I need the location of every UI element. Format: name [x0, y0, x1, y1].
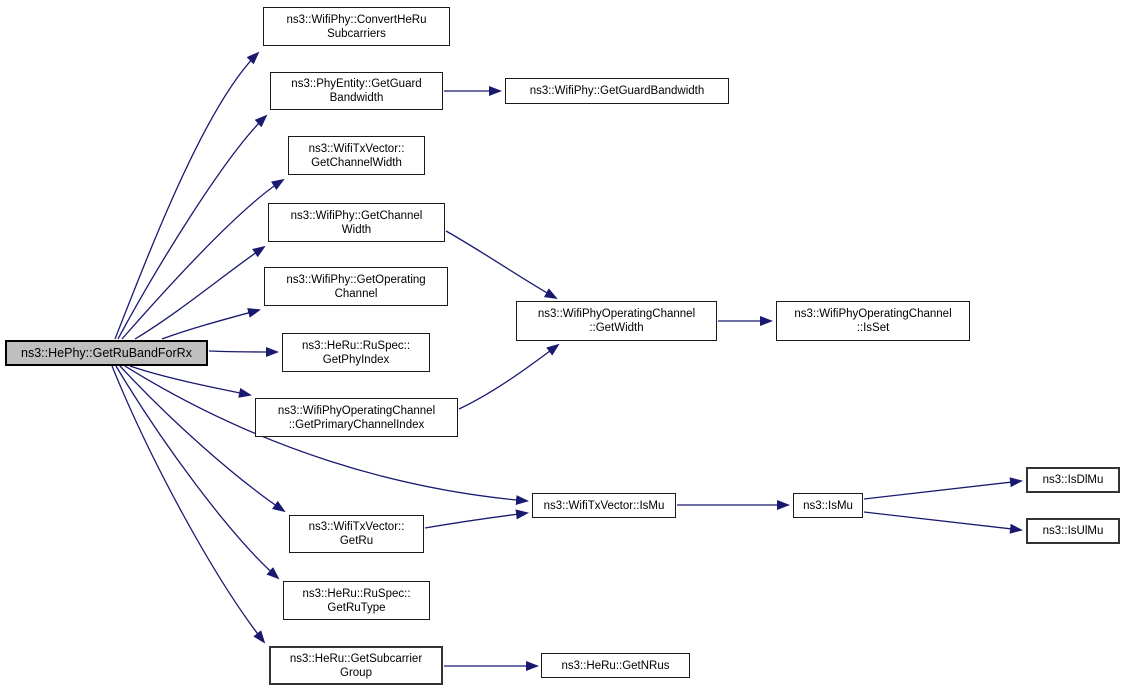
edge-root-to-convertherusubcarriers [114, 51, 260, 340]
node-label: ns3::WifiPhy::GetChannel Width [290, 209, 423, 236]
node-label: ns3::WifiTxVector:: GetChannelWidth [308, 142, 405, 169]
node-label: ns3::WifiTxVector:: GetRu [308, 521, 405, 547]
edge-root-to-getsubcarriergroup [111, 365, 266, 644]
node-heru-getnrus[interactable]: ns3::HeRu::GetNRus [541, 653, 690, 678]
node-label: ns3::HeRu::RuSpec:: GetPhyIndex [301, 339, 411, 366]
node-wifiphy-getguardbandwidth[interactable]: ns3::WifiPhy::GetGuardBandwidth [505, 78, 729, 104]
node-label: ns3::WifiPhyOperatingChannel ::GetPrimar… [277, 404, 436, 431]
node-wifiphyoperatingchannel-getwidth[interactable]: ns3::WifiPhyOperatingChannel ::GetWidth [516, 301, 717, 341]
node-label: ns3::PhyEntity::GetGuard Bandwidth [291, 78, 422, 104]
edge-ismu-to-isdlmu [863, 477, 1023, 500]
edge-root-to-getoperatingchannel [161, 308, 261, 340]
edge-root-to-getphyindex [208, 346, 279, 357]
node-label: ns3::WifiPhy::ConvertHeRu Subcarriers [286, 13, 427, 40]
node-label: ns3::WifiPhy::GetOperating Channel [286, 273, 426, 300]
node-label: ns3::HePhy::GetRuBandForRx [21, 346, 192, 360]
node-label: ns3::WifiPhyOperatingChannel ::GetWidth [537, 308, 696, 334]
edge-ismu-to-isulmu [863, 511, 1023, 534]
edge-getchannelwidth-phy-to-getwidth [445, 230, 558, 299]
edge-root-to-ismu-txvector [124, 365, 529, 506]
edge-root-to-getru [119, 365, 286, 513]
edge-root-to-getprimarychannelindex [129, 365, 252, 398]
node-label: ns3::WifiPhy::GetGuardBandwidth [529, 85, 705, 97]
node-wifitxvector-getchannelwidth[interactable]: ns3::WifiTxVector:: GetChannelWidth [288, 136, 425, 175]
node-label: ns3::IsDlMu [1042, 474, 1104, 486]
node-wifiphy-getchannelwidth[interactable]: ns3::WifiPhy::GetChannel Width [268, 203, 445, 242]
edge-getru-to-ismu-txvector [424, 509, 529, 529]
edge-root-to-getchannelwidth-txvector [121, 178, 285, 340]
node-wifiphyoperatingchannel-isset[interactable]: ns3::WifiPhyOperatingChannel ::IsSet [776, 301, 970, 341]
node-wifitxvector-ismu[interactable]: ns3::WifiTxVector::IsMu [532, 493, 676, 518]
node-isulmu[interactable]: ns3::IsUlMu [1026, 518, 1120, 544]
edge-root-to-getguardbandwidth-entity [117, 114, 268, 340]
node-label: ns3::IsMu [803, 499, 853, 512]
node-wifitxvector-getru[interactable]: ns3::WifiTxVector:: GetRu [289, 515, 424, 553]
node-wifiphy-convertherusubcarriers[interactable]: ns3::WifiPhy::ConvertHeRu Subcarriers [263, 7, 450, 46]
node-label: ns3::WifiTxVector::IsMu [543, 499, 665, 512]
node-label: ns3::HeRu::GetNRus [561, 659, 670, 672]
node-wifiphy-getoperatingchannel[interactable]: ns3::WifiPhy::GetOperating Channel [264, 267, 448, 306]
node-isdlmu[interactable]: ns3::IsDlMu [1026, 467, 1120, 493]
node-heru-ruspec-getrutype[interactable]: ns3::HeRu::RuSpec:: GetRuType [283, 581, 430, 620]
node-wifiphyoperatingchannel-getprimarychannelindex[interactable]: ns3::WifiPhyOperatingChannel ::GetPrimar… [255, 398, 458, 437]
edge-getprimarychannelindex-to-getwidth [458, 343, 560, 410]
node-label: ns3::WifiPhyOperatingChannel ::IsSet [794, 308, 952, 334]
node-ismu[interactable]: ns3::IsMu [793, 493, 863, 518]
node-label: ns3::HeRu::RuSpec:: GetRuType [302, 587, 411, 614]
edge-root-to-getchannelwidth-phy [134, 245, 266, 340]
node-phyentity-getguardbandwidth[interactable]: ns3::PhyEntity::GetGuard Bandwidth [270, 72, 443, 110]
node-hephy-getrubandforrx[interactable]: ns3::HePhy::GetRuBandForRx [5, 340, 208, 366]
node-label: ns3::HeRu::GetSubcarrier Group [289, 652, 423, 679]
edge-root-to-getrutype [115, 365, 280, 580]
node-heru-ruspec-getphyindex[interactable]: ns3::HeRu::RuSpec:: GetPhyIndex [282, 333, 430, 372]
node-label: ns3::IsUlMu [1042, 525, 1104, 537]
node-heru-getsubcarriergroup[interactable]: ns3::HeRu::GetSubcarrier Group [269, 646, 443, 685]
